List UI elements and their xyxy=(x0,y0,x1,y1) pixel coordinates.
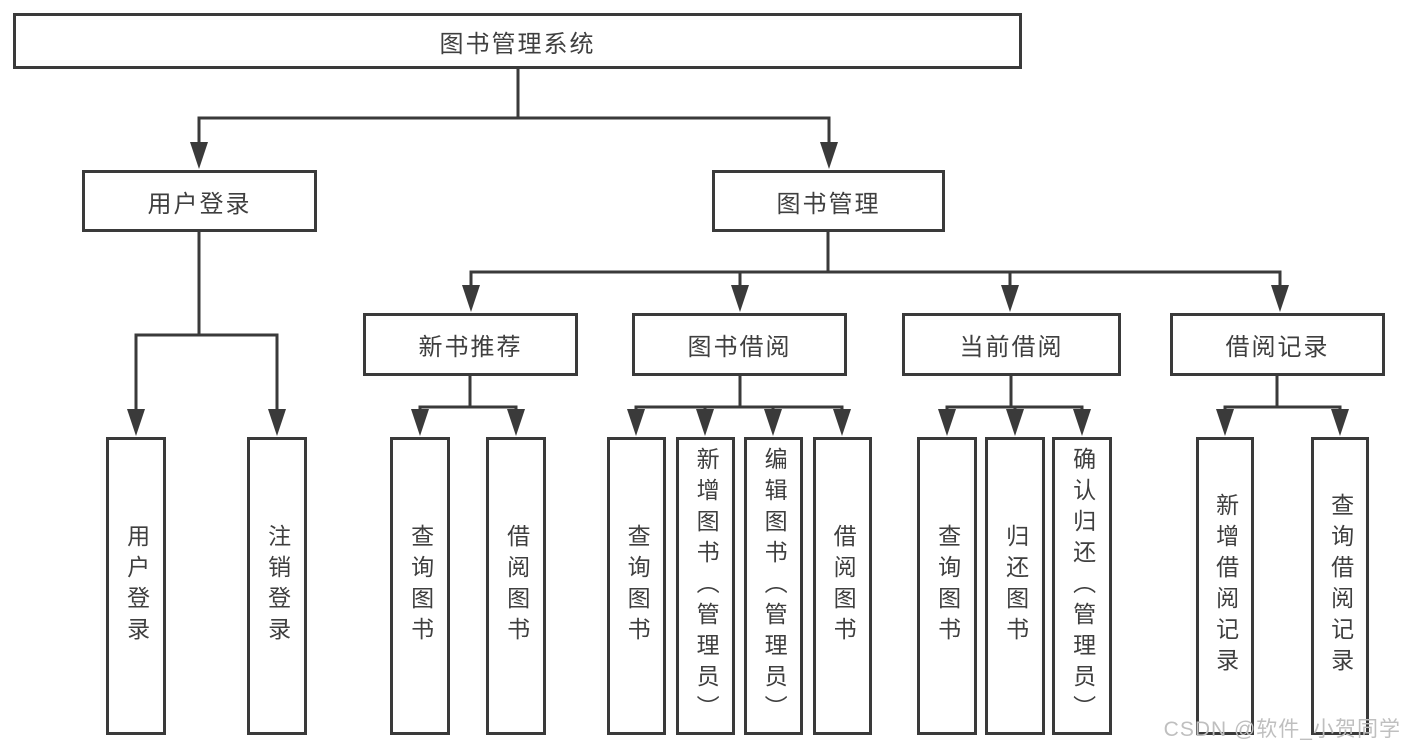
node-book-management: 图书管理 xyxy=(712,170,945,232)
leaf-query-books-current: 查询图书 xyxy=(917,437,977,735)
leaf-add-borrow-record: 新增借阅记录 xyxy=(1196,437,1254,735)
leaf-borrow-books-recommend: 借阅图书 xyxy=(486,437,546,735)
leaf-edit-books-admin: 编辑图书（管理员） xyxy=(744,437,803,735)
leaf-user-login: 用户登录 xyxy=(106,437,166,735)
node-book-borrowing: 图书借阅 xyxy=(632,313,847,376)
leaf-logout: 注销登录 xyxy=(247,437,307,735)
leaf-borrow-books-borrowing: 借阅图书 xyxy=(813,437,872,735)
leaf-query-borrow-record: 查询借阅记录 xyxy=(1311,437,1369,735)
leaf-return-books: 归还图书 xyxy=(985,437,1045,735)
node-user-login: 用户登录 xyxy=(82,170,317,232)
node-new-book-recommendation: 新书推荐 xyxy=(363,313,578,376)
leaf-query-books-borrowing: 查询图书 xyxy=(607,437,666,735)
node-library-management-system: 图书管理系统 xyxy=(13,13,1022,69)
csdn-watermark: CSDN @软件_小贺同学 xyxy=(1163,718,1401,741)
node-borrowing-records: 借阅记录 xyxy=(1170,313,1385,376)
leaf-add-books-admin: 新增图书（管理员） xyxy=(676,437,735,735)
node-current-borrowing: 当前借阅 xyxy=(902,313,1121,376)
leaf-confirm-return-admin: 确认归还（管理员） xyxy=(1052,437,1112,735)
leaf-query-books-recommend: 查询图书 xyxy=(390,437,450,735)
